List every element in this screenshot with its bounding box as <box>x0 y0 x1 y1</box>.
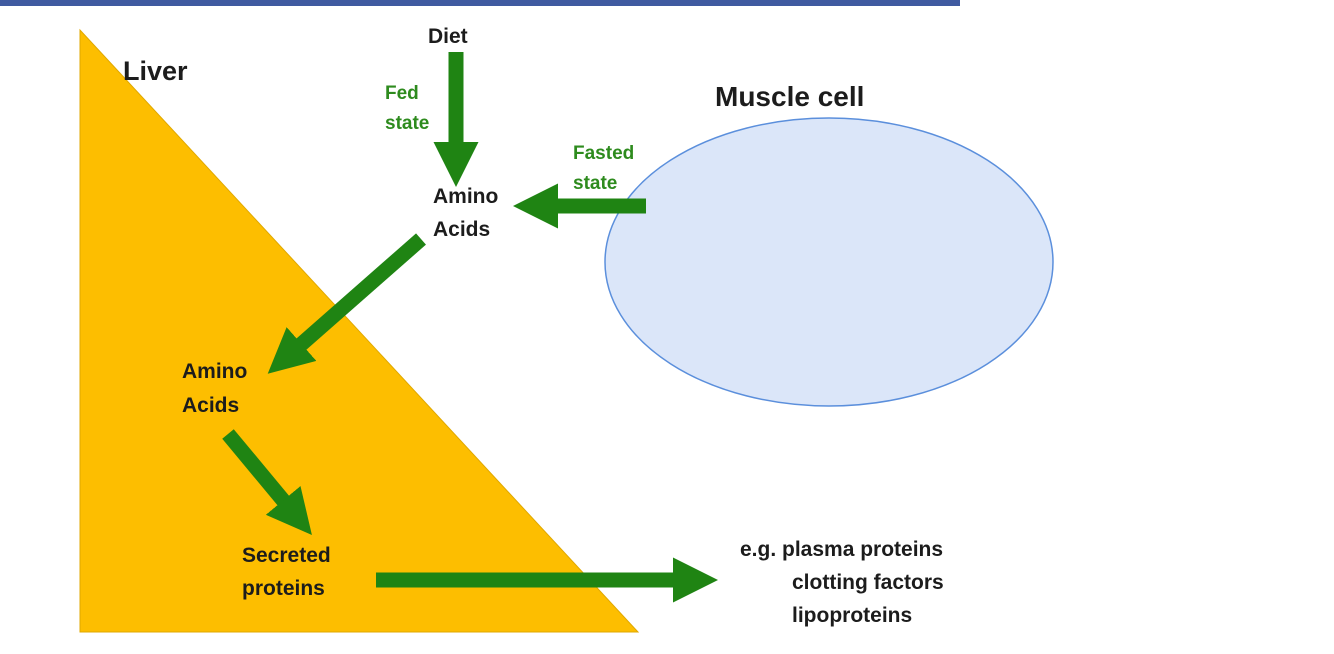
amino-acids-liver-label-line1: Amino <box>182 360 247 383</box>
amino-acids-liver-label-line2: Acids <box>182 394 239 417</box>
amino-acids-to-secreted-proteins-arrow <box>222 429 312 535</box>
amino-acids-to-liver-arrow <box>267 233 426 374</box>
fasted-state-label-line2: state <box>573 173 617 194</box>
fasted-state-label-line1: Fasted <box>573 143 634 164</box>
secreted-proteins-label-line1: Secreted <box>242 544 331 567</box>
fed-state-label-line2: state <box>385 113 429 134</box>
fed-state-label-line1: Fed <box>385 83 419 104</box>
examples-label-line2: clotting factors <box>792 571 944 594</box>
amino-acids-top-label-line2: Acids <box>433 218 490 241</box>
examples-label-line1: e.g. plasma proteins <box>740 538 943 561</box>
examples-label-line3: lipoproteins <box>792 604 912 627</box>
clipped-title-band <box>0 0 960 6</box>
secreted-proteins-label-line2: proteins <box>242 577 325 600</box>
muscle-cell-shape <box>604 117 1054 407</box>
amino-acids-top-label-line1: Amino <box>433 185 498 208</box>
diet-label: Diet <box>428 25 468 48</box>
liver-shape <box>79 28 640 633</box>
muscle-cell-label: Muscle cell <box>715 81 864 112</box>
liver-label: Liver <box>123 56 188 86</box>
